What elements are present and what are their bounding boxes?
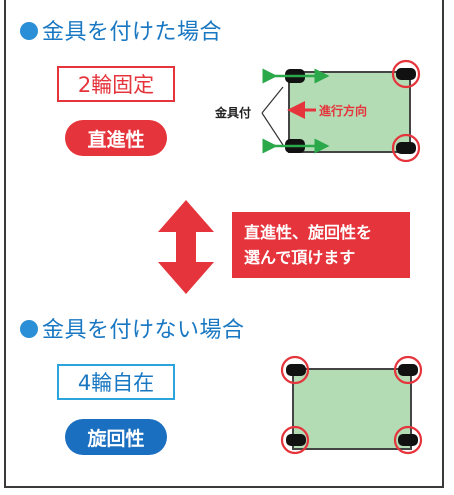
swivel-caster-4-bottom-left	[280, 425, 310, 455]
fixed-caster-top	[262, 68, 330, 84]
selection-callout: 直進性、旋回性を 選んで頂けます	[232, 212, 410, 278]
bullet-icon	[20, 22, 38, 40]
bracket-pointer	[261, 86, 284, 146]
swivel-caster-4-top-right	[393, 355, 423, 385]
fixed-caster-bottom	[262, 138, 330, 154]
cart-board-swivel	[292, 368, 412, 450]
swivel-caster-4-top-left	[280, 355, 310, 385]
bracket-label: 金具付	[215, 106, 252, 120]
swivel-caster-top-right	[391, 59, 421, 89]
cart-board-fixed	[288, 71, 411, 153]
double-headed-vertical-arrow-icon	[158, 200, 214, 294]
bullet-icon	[20, 320, 38, 338]
section-heading-with-bracket: 金具を付けた場合	[20, 14, 222, 46]
swivel-caster-4-bottom-right	[393, 425, 423, 455]
section-heading-without-bracket: 金具を付けない場合	[20, 312, 245, 344]
property-badge-straight: 直進性	[65, 120, 167, 156]
swivel-caster-bottom-right	[391, 133, 421, 163]
mode-label-fixed: 2輪固定	[57, 66, 175, 102]
property-badge-turning: 旋回性	[65, 419, 167, 455]
panel-frame	[4, 0, 444, 488]
mode-label-swivel: 4輪自在	[57, 364, 175, 400]
direction-label: 進行方向	[319, 104, 368, 118]
